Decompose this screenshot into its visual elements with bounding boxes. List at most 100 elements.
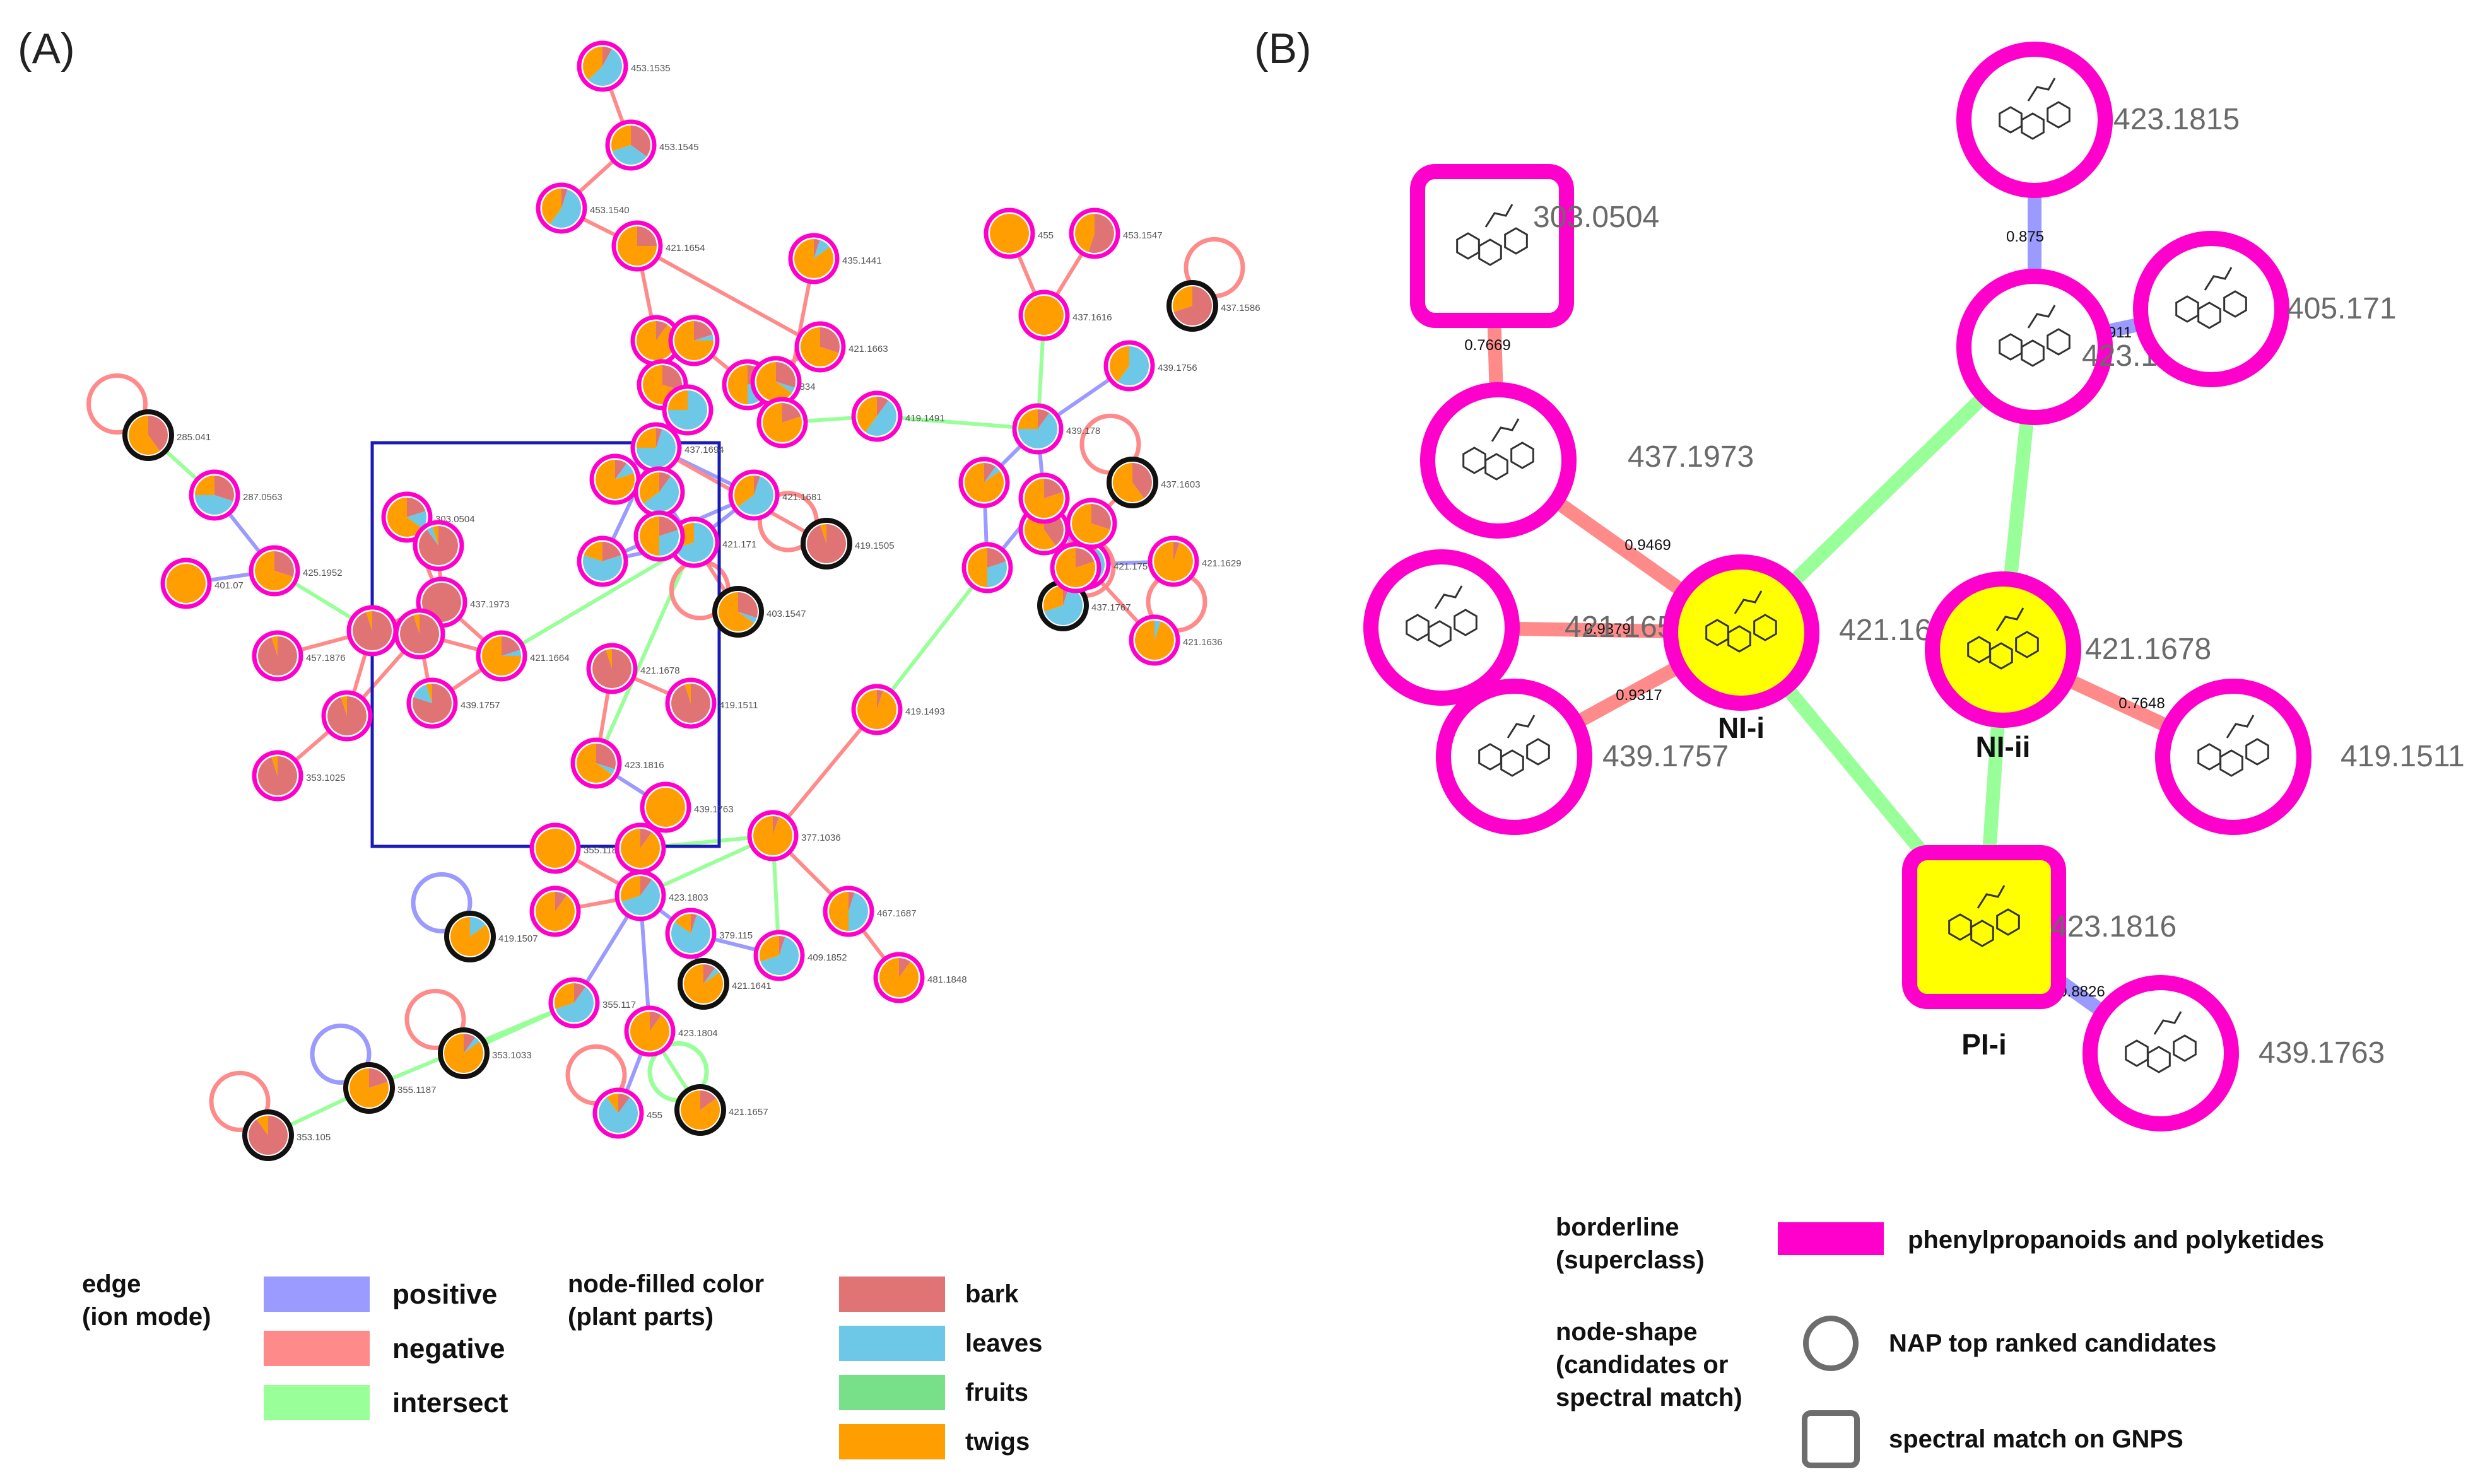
node-a-label: 353.1033 xyxy=(492,1050,532,1061)
node-legend-title: node-filled color (plant parts) xyxy=(568,1270,765,1331)
network-a-node: 285.041 xyxy=(122,409,211,461)
legend-gnps: spectral match on GNPS xyxy=(1889,1425,2183,1453)
node-b-label: 405.171 xyxy=(2287,292,2397,325)
node-b-tag: NI-ii xyxy=(1976,730,2031,763)
panel-label-b: (B) xyxy=(1254,25,1312,73)
node-b-label: 423.1815 xyxy=(2113,103,2240,136)
node-a-label: 457.1876 xyxy=(306,653,346,663)
network-b-node-423b: 423.1788 xyxy=(1956,269,2208,425)
node-a-label: 421.1663 xyxy=(849,344,888,354)
network-a-node xyxy=(529,885,581,937)
node-a-label: 419.1507 xyxy=(498,933,538,944)
network-a-node: 481.1848 xyxy=(873,952,967,1003)
structure-icon xyxy=(2197,715,2269,777)
node-b-label: 303.0504 xyxy=(1533,201,1659,234)
edge-a-intersect xyxy=(875,566,989,711)
network-a-node: 401.07 xyxy=(160,558,244,609)
node-b-label: 437.1973 xyxy=(1628,440,1754,474)
network-a-node: 287.0563 xyxy=(189,469,283,521)
swatch-positive xyxy=(264,1277,370,1312)
network-a-node: 453.1547 xyxy=(1069,207,1163,259)
network-a-node xyxy=(633,510,685,562)
node-a-label: 455 xyxy=(1038,230,1054,241)
legend-leaves: leaves xyxy=(965,1329,1043,1357)
node-a-label: 353.105 xyxy=(297,1132,331,1143)
node-a-label: 455 xyxy=(647,1110,662,1121)
node-b-tag: NI-i xyxy=(1718,711,1765,744)
network-a-node: 421.1678 xyxy=(586,643,680,694)
node-a-label: 423.1803 xyxy=(669,892,708,903)
self-loop-negative xyxy=(404,988,466,1050)
node-b-label: 419.1511 xyxy=(2341,740,2465,773)
square-shape-icon xyxy=(1802,1410,1860,1468)
network-a-node xyxy=(958,457,1010,508)
panel-label-a: (A) xyxy=(18,25,75,73)
network-a-node xyxy=(346,605,398,657)
edge-a-negative xyxy=(636,244,821,349)
network-b-node-423a: 423.1815 xyxy=(1956,42,2240,198)
node-a-label: 419.1491 xyxy=(905,413,945,424)
node-a-label: 421.1629 xyxy=(1202,558,1242,569)
network-a-node: 425.1952 xyxy=(249,545,343,597)
network-a-node xyxy=(633,466,685,518)
network-a-nodes: 453.1535453.1545453.1540421.1654435.1441… xyxy=(122,40,1260,1161)
node-b-label: 421.165 xyxy=(1565,611,1674,644)
node-b-tag: PI-i xyxy=(1961,1028,2007,1061)
node-b-label: 421.1678 xyxy=(2085,633,2211,666)
network-a-node xyxy=(756,397,808,448)
node-a-label: 401.07 xyxy=(214,580,244,591)
network-a-node: 409.1852 xyxy=(753,930,847,981)
node-b-label: 423.1816 xyxy=(2050,910,2177,944)
network-b-node-419: 419.1511 xyxy=(2155,679,2465,835)
edge-weight-label: 0.9469 xyxy=(1624,537,1671,554)
network-b-node-439a: 439.1757 xyxy=(1436,679,1729,835)
network-a-node xyxy=(577,535,628,587)
network-a-node: 419.1507 xyxy=(444,911,538,962)
network-a-node: 423.1804 xyxy=(624,1005,718,1057)
network-a-node xyxy=(413,520,464,571)
edge-weight-label: 0.7648 xyxy=(2118,695,2165,712)
network-a-node: 453.1540 xyxy=(536,182,630,234)
network-a-node: 419.1511 xyxy=(665,677,758,729)
edge-a-intersect xyxy=(876,414,1038,431)
structure-icon xyxy=(1999,305,2071,367)
network-b-node-405: 405.171 xyxy=(2133,231,2397,387)
network-a-node: 419.1493 xyxy=(851,684,945,735)
network-a-node xyxy=(961,542,1013,593)
border-legend-title: borderline (superclass) xyxy=(1556,1213,1705,1274)
node-a-label: 437.1616 xyxy=(1072,312,1112,323)
network-a-node: 437.1586 xyxy=(1166,280,1260,332)
node-a-label: 437.1586 xyxy=(1221,303,1260,313)
network-a-node: 353.1033 xyxy=(438,1027,532,1079)
network-b-node-421a: 421.165 xyxy=(1363,549,1674,706)
network-a-node: 455 xyxy=(592,1087,662,1139)
legend-negative: negative xyxy=(392,1333,505,1364)
self-loop-negative xyxy=(209,1070,271,1132)
network-a-node xyxy=(614,822,666,874)
network-a-node: 403.1547 xyxy=(712,586,806,638)
node-a-label: 353.1025 xyxy=(306,773,346,783)
network-a-node: 439.1763 xyxy=(640,781,734,833)
structure-icon xyxy=(1999,78,2071,140)
network-a-node: 421.1664 xyxy=(476,630,570,682)
network-a-node: 457.1876 xyxy=(252,630,346,682)
node-a-label: 421.1681 xyxy=(782,492,822,503)
node-a-label: 421.1678 xyxy=(640,665,680,676)
structure-icon xyxy=(1948,885,2020,947)
swatch-fruits xyxy=(839,1375,945,1410)
network-a-node: 421.1654 xyxy=(611,220,705,272)
network-a-node: 421.1681 xyxy=(728,469,822,521)
network-a-node xyxy=(394,608,445,660)
node-a-label: 423.1804 xyxy=(678,1028,718,1039)
node-a-label: 285.041 xyxy=(177,432,211,443)
network-a-node: 437.1603 xyxy=(1107,457,1201,508)
node-b-label: 439.1757 xyxy=(1602,740,1729,773)
node-a-label: 377.1036 xyxy=(801,833,841,843)
structure-icon xyxy=(2125,1011,2197,1073)
node-a-label: 419.1493 xyxy=(905,706,945,717)
node-a-label: 421.171 xyxy=(722,539,756,550)
node-a-label: 355.117 xyxy=(602,1000,636,1010)
